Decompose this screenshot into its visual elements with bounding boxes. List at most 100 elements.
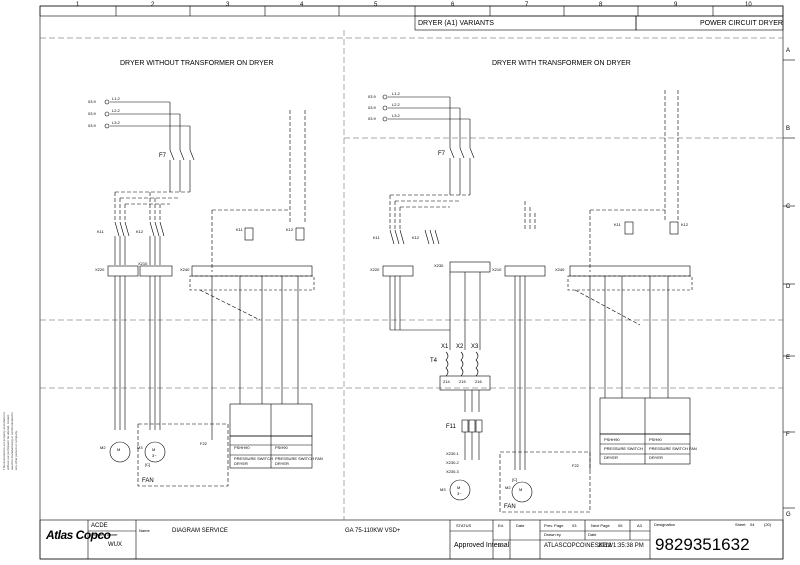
row-a: A [786,48,791,54]
right-x210-label: X210 [492,267,502,272]
right-fan-label: FAN [504,504,516,510]
right-terminal-strips [382,261,693,291]
tb-ed: 00 [498,543,503,548]
left-m2-symbol: M [117,447,121,452]
right-l3-label: L3.2 [392,113,400,118]
left-k12-label: K12 [136,229,144,234]
column-2: 2 [151,2,155,8]
right-l1-label: L1.2 [392,91,400,96]
x230-3-label: X230.3 [446,469,459,474]
right-fuse-f7 [449,147,475,195]
right-k11-relay-label: K11 [614,222,621,227]
tb-next-page: 05 [618,523,623,528]
tb-code: ACDE [91,523,108,529]
transformer-label: T4 [430,358,438,364]
left-x210-label: X210 [138,261,148,266]
x3-label: X3 [471,344,479,350]
left-motor-feeds [109,276,166,463]
left-m3-symbol: M [152,447,156,452]
atlas-copco-logo: Atlas Copco [46,528,111,542]
tb-date-label: Date [516,523,525,528]
variants-title: DRYER (A1) VARIANTS [418,20,494,27]
tb-name-label: Name [139,528,150,533]
left-dryer-1: DRYER [234,461,248,466]
row-d: D [786,284,791,290]
t216-label: 216 [475,379,482,384]
right-x230-label: X230 [434,263,444,268]
right-ref-l3: 03.9 [368,116,376,121]
left-m2-label: M2 [100,445,106,450]
left-contactors [114,221,305,265]
right-ref-l2: 03.9 [368,105,376,110]
column-6: 6 [451,2,455,8]
right-incoming-lines [382,94,471,148]
right-x220-label: X220 [370,267,380,272]
left-ref-l2: 03.9 [88,111,96,116]
left-incoming-lines [104,99,191,150]
right-c-label: [C] [512,477,518,482]
right-m2-label: M2 [505,485,511,490]
tb-drawing-owner-label: Drawing owner [91,532,118,537]
tb-drawn-by: ATLASCOPCO\NESKGW [544,543,613,549]
x1-label: X1 [441,344,449,350]
right-motor-feeds [389,276,533,503]
tb-date: 2012 1:35:38 PM [598,543,644,549]
left-x220-label: X220 [95,267,105,272]
tb-sheet-label: Sheet [735,522,746,527]
tb-date-label-2: Date [588,532,597,537]
right-ref-l1: 03.9 [368,94,376,99]
right-f22-label: F22 [572,463,579,468]
tb-designation-label: Designation [654,522,676,527]
column-ruler [39,5,784,17]
tb-sheet-total: (20) [764,522,772,527]
right-dryer-2: DRYER [649,455,663,460]
column-4: 4 [300,2,304,8]
t215-label: 215 [459,379,466,384]
left-section-title: DRYER WITHOUT TRANSFORMER ON DRYER [120,60,274,67]
right-k12-relay-label: K12 [681,222,689,227]
column-10: 10 [745,2,752,8]
row-b: B [786,126,791,132]
section-header-box [635,15,784,31]
left-control-wiring [199,276,313,469]
left-fuse-f7-label: F7 [159,153,167,159]
t214-label: 214 [443,379,450,384]
left-pressure-switch: PRESSURE SWITCH [234,456,273,461]
left-distribution [114,110,306,272]
left-m3-phase: 3~ [152,453,157,458]
left-m3-label: M3 [137,445,143,450]
tb-ed-label: Ed. [498,523,505,528]
right-fuse-f7-label: F7 [438,151,446,157]
left-dryer-2: DRYER [275,461,289,466]
left-k11-label: K11 [97,229,104,234]
right-contactors [389,221,679,245]
tb-status: Approved Internal [454,542,510,549]
column-8: 8 [599,2,603,8]
tb-drawn-by-label: Drawn by [544,532,561,537]
fuse-f11-label: F11 [446,424,456,430]
tb-document-number: 9829351632 [655,535,750,554]
x2-label: X2 [456,344,464,350]
right-pressure-switch-fan: PRESSURE SWITCH FAN [649,446,697,451]
x230-2-label: X230.2 [446,460,459,465]
right-control-wiring [574,276,691,470]
column-7: 7 [525,2,529,8]
left-f22-label: F22 [200,441,207,446]
tb-model: GA 75-110KW VSD+ [345,528,401,534]
right-fan-box [499,451,591,513]
right-m2-symbol: M [519,487,523,492]
right-section-title: DRYER WITH TRANSFORMER ON DRYER [492,60,631,67]
left-l2-label: L2.2 [112,108,120,113]
left-pshh90-label: PSHH90 [234,445,250,450]
right-k12-label: K12 [412,235,420,240]
tb-prev-page-label: Prev. Page [544,523,564,528]
tb-status-label: STATUS [456,523,472,528]
row-f: F [786,432,790,438]
left-l3-label: L3.2 [112,120,120,125]
title-block [39,519,784,560]
tb-size: A3 [637,523,642,528]
right-l2-label: L2.2 [392,102,400,107]
x230-1-label: X230.1 [446,451,459,456]
right-x240-label: X240 [555,267,565,272]
